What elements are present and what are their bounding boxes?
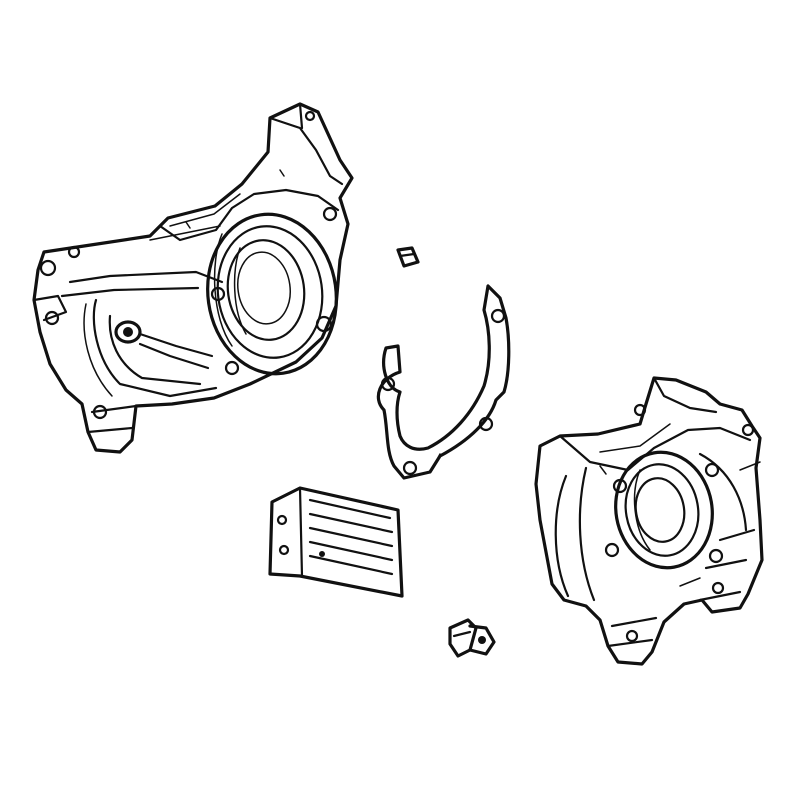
left-crankcase-half	[32, 102, 354, 454]
bolt-fitting	[448, 618, 496, 658]
reed-plate	[268, 486, 404, 598]
right-crankcase-half	[534, 376, 764, 666]
crankcase-gasket	[376, 284, 511, 480]
dowel-pin	[396, 246, 420, 268]
